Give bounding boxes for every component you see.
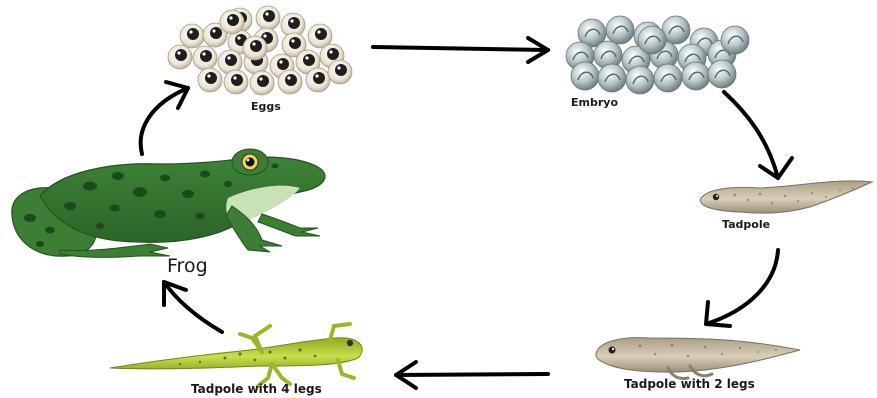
embryo-cell <box>598 64 626 92</box>
stage-label-tadpole-4-legs: Tadpole with 4 legs <box>191 383 322 395</box>
arrow-eggs-to-embryo <box>373 38 548 62</box>
arrow-tadpole-4-legs-to-frog <box>164 282 222 332</box>
egg <box>250 71 274 95</box>
egg <box>278 70 302 94</box>
stage-label-tadpole-2-legs: Tadpole with 2 legs <box>624 378 755 390</box>
embryo-cell <box>626 66 654 94</box>
tadpole-illustration <box>700 181 872 213</box>
embryo-cell <box>606 16 634 44</box>
arrow-tadpole-to-tadpole-2-legs <box>706 250 778 326</box>
egg <box>220 10 244 34</box>
egg <box>180 24 204 48</box>
tadpole-with-4-legs-illustration <box>110 324 362 386</box>
stage-label-eggs: Eggs <box>251 101 281 112</box>
embryo-cell <box>708 60 736 88</box>
egg <box>193 46 217 70</box>
embryo-illustration <box>566 16 749 94</box>
egg <box>306 68 330 92</box>
embryo-cell <box>571 62 599 90</box>
stage-label-embryo: Embryo <box>571 97 618 108</box>
egg <box>328 60 352 84</box>
tadpole-with-2-legs-illustration <box>596 338 800 379</box>
arrow-tadpole-2-legs-to-tadpole-4-legs <box>396 362 548 388</box>
eggs-illustration <box>168 6 352 95</box>
egg <box>256 6 280 30</box>
arrow-embryo-to-tadpole <box>724 92 792 178</box>
stage-label-tadpole: Tadpole <box>722 219 770 230</box>
embryo-cell <box>682 62 710 90</box>
embryo-cell <box>638 26 666 54</box>
arrow-frog-to-eggs <box>141 82 188 154</box>
embryo-cell <box>654 64 682 92</box>
stage-label-frog: Frog <box>167 257 208 276</box>
egg <box>198 68 222 92</box>
egg <box>168 45 192 69</box>
egg <box>224 70 248 94</box>
egg <box>243 36 267 60</box>
embryo-cell <box>721 26 749 54</box>
frog-illustration <box>12 149 325 257</box>
